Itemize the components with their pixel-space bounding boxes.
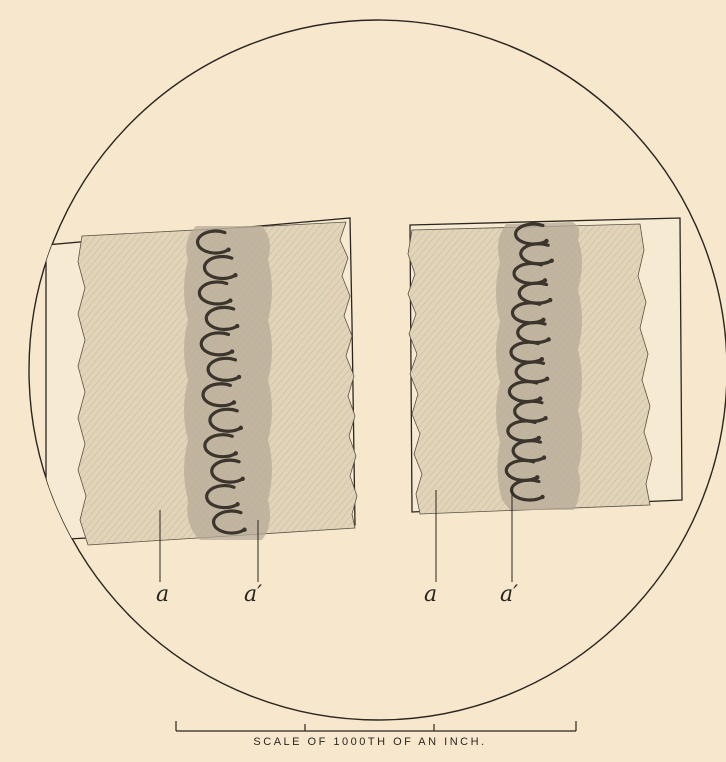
scale-bar: [176, 721, 576, 731]
right-spiral-ring-end: [540, 357, 544, 361]
left-spiral-ring-end: [239, 426, 243, 430]
left-spiral-ring-end: [234, 451, 238, 455]
left-spiral-ring-end: [235, 502, 239, 506]
right-spiral-ring-end: [538, 396, 542, 400]
left-spiral-ring-end: [233, 273, 237, 277]
right-spiral-ring-end: [546, 337, 550, 341]
left-spiral-ring-end: [228, 298, 232, 302]
right-spiral-ring-end: [544, 239, 548, 243]
right-spiral-ring-end: [542, 455, 546, 459]
left-spiral-ring-end: [235, 324, 239, 328]
right-spiral-ring-end: [545, 377, 549, 381]
right-spiral-ring-end: [541, 318, 545, 322]
label-right-a: a: [424, 584, 437, 606]
right-spiral-ring-end: [543, 416, 547, 420]
left-spiral-ring-end: [226, 248, 230, 252]
left-spiral-ring-end: [240, 477, 244, 481]
right-spiral-ring-end: [550, 258, 554, 262]
label-right-a-prime: a′: [500, 584, 518, 606]
left-spiral-ring-end: [237, 375, 241, 379]
label-left-a: a: [156, 584, 169, 606]
right-spiral-ring-end: [535, 475, 539, 479]
right-spiral-ring-end: [543, 278, 547, 282]
label-left-a-prime: a′: [244, 584, 262, 606]
scale-caption: SCALE OF 1000TH OF AN INCH.: [180, 736, 560, 748]
right-spiral-ring-end: [548, 298, 552, 302]
left-spiral-ring-end: [232, 400, 236, 404]
left-spiral-ring-end: [230, 349, 234, 353]
left-spiral-ring-end: [242, 528, 246, 532]
right-spiral-ring-end: [537, 436, 541, 440]
right-spiral-ring-end: [540, 495, 544, 499]
